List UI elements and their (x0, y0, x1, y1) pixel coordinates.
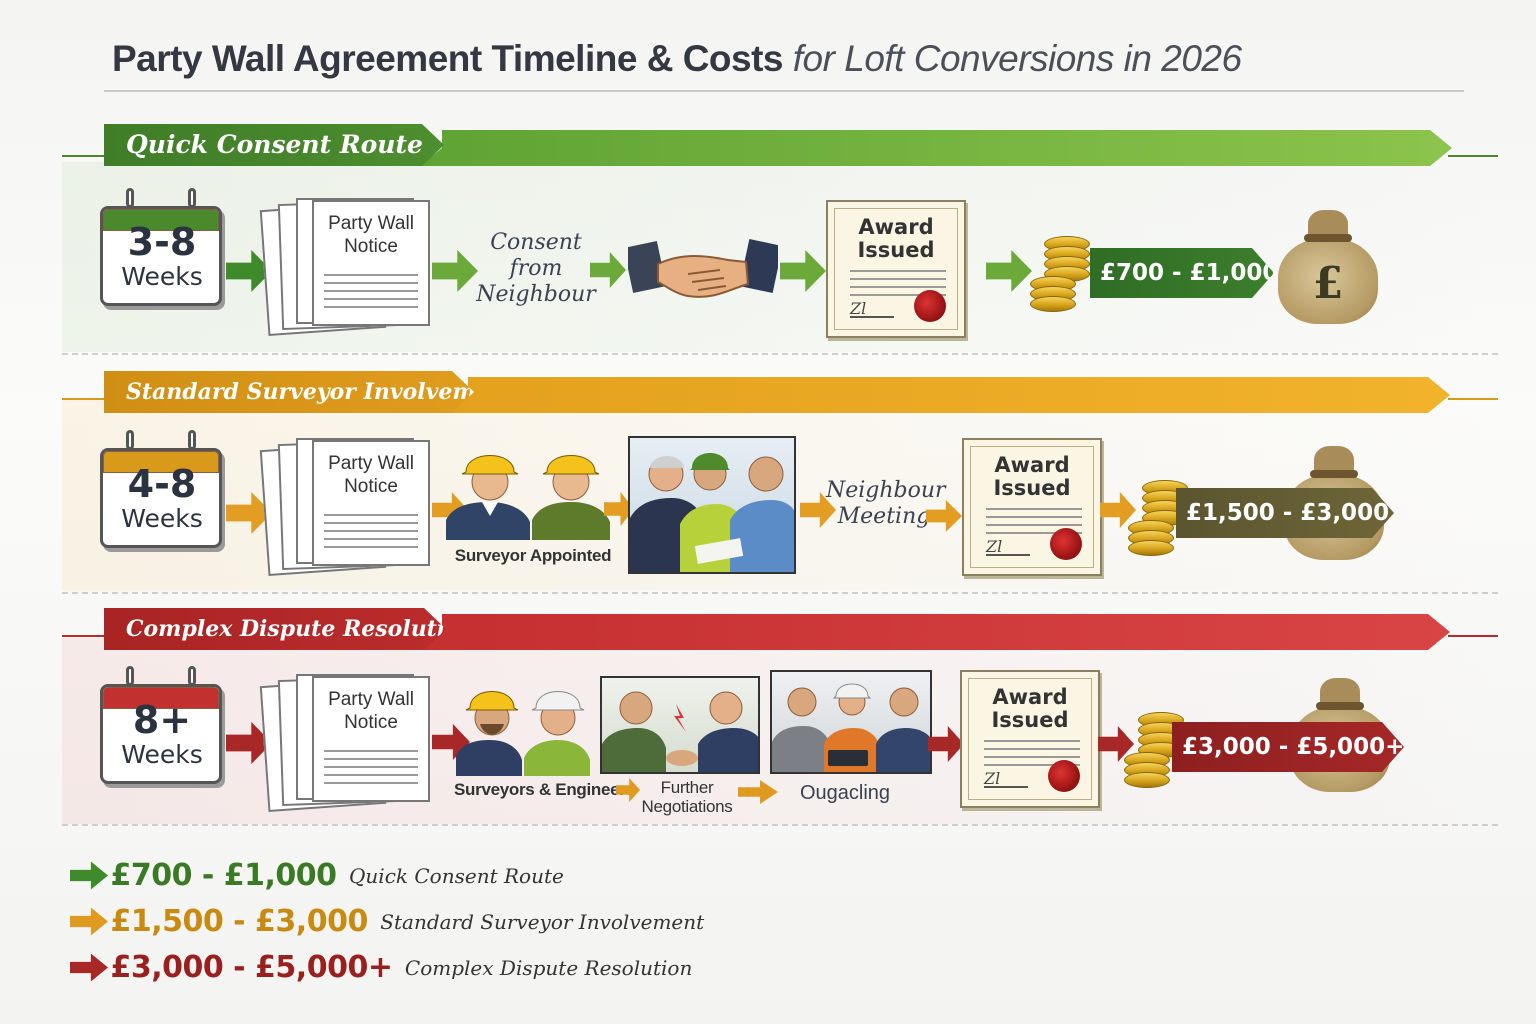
banner-complex-dispute: Complex Dispute Resolution (104, 608, 446, 650)
award-certificate-icon: Award Issued Zl (960, 670, 1100, 808)
section-divider (62, 353, 1498, 355)
meeting-photo (628, 436, 796, 574)
negotiation-photo (600, 676, 760, 774)
price-tag-standard: £1,500 - £3,000 (1176, 488, 1394, 538)
duration-number: 3-8 (127, 220, 197, 264)
surveyors-engineers-illustration (456, 691, 590, 776)
legend-label: Complex Dispute Resolution (404, 955, 693, 980)
step-neighbour-meeting: Neighbour Meeting (826, 478, 946, 529)
party-wall-notice-icon: Party Wall Notice (259, 192, 434, 336)
legend-value: £700 - £1,000 (110, 858, 337, 893)
legend-item-complex: £3,000 - £5,000+ Complex Dispute Resolut… (70, 950, 692, 990)
legend-label: Quick Consent Route (349, 863, 564, 888)
calendar-icon: 4-8 Weeks (100, 430, 224, 550)
page-title: Party Wall Agreement Timeline & Costs fo… (112, 38, 1242, 80)
step-surveyors-engineers: Surveyors & Engineers (454, 780, 635, 799)
banner-line-left (62, 155, 107, 157)
award-label: Award Issued (857, 215, 935, 262)
title-sub: for Loft Conversions in 2026 (792, 38, 1242, 79)
price-tag-quick: £700 - £1,000 (1090, 248, 1274, 298)
award-certificate-icon: Award Issued Zl (826, 200, 966, 338)
price-tag-complex: £3,000 - £5,000+ (1172, 722, 1404, 772)
surveyors-illustration (446, 455, 610, 540)
section-divider (62, 824, 1498, 826)
banner-standard-surveyor: Standard Surveyor Involvement (104, 371, 474, 413)
duration-number: 4-8 (127, 462, 197, 506)
legend-label: Standard Surveyor Involvement (380, 909, 705, 934)
handshake-icon (628, 238, 778, 298)
banner-line-right (1448, 398, 1498, 400)
step-consent-from-neighbour: Consent from Neighbour (476, 230, 596, 307)
arrow-right-icon (70, 907, 108, 936)
legend-value: £1,500 - £3,000 (110, 904, 368, 939)
money-bag-icon: £ (1270, 204, 1386, 326)
banner-bar-complex (420, 614, 1450, 650)
legend-item-quick: £700 - £1,000 Quick Consent Route (70, 858, 564, 898)
duration-unit: Weeks (121, 740, 203, 769)
legend-value: £3,000 - £5,000+ (110, 950, 393, 985)
award-certificate-icon: Award Issued Zl (962, 438, 1102, 576)
calendar-icon: 3-8 Weeks (100, 188, 224, 308)
duration-number: 8+ (132, 698, 192, 742)
legend-item-standard: £1,500 - £3,000 Standard Surveyor Involv… (70, 904, 704, 944)
arrow-right-icon (70, 861, 108, 890)
banner-line-right (1448, 155, 1498, 157)
coins-icon (1030, 232, 1094, 312)
banner-line-left (62, 398, 107, 400)
notice-label: Party Wall Notice (328, 689, 414, 733)
award-label: Award Issued (993, 453, 1071, 500)
arrow-right-icon (70, 953, 108, 982)
notice-label: Party Wall Notice (328, 213, 414, 257)
step-ougacling: Ougacling (799, 782, 891, 804)
duration-unit: Weeks (121, 262, 203, 291)
banner-line-right (1448, 635, 1498, 637)
resolution-photo (770, 670, 932, 774)
award-label: Award Issued (991, 685, 1069, 732)
section-divider (62, 592, 1498, 594)
banner-bar-quick (420, 130, 1452, 166)
title-rule (104, 90, 1464, 92)
party-wall-notice-icon: Party Wall Notice (259, 432, 434, 576)
title-main: Party Wall Agreement Timeline & Costs (112, 38, 784, 79)
calendar-icon: 8+ Weeks (100, 666, 224, 786)
duration-unit: Weeks (121, 504, 203, 533)
notice-label: Party Wall Notice (328, 453, 414, 497)
step-further-negotiations: Further Negotiations (641, 778, 733, 816)
pound-symbol: £ (1312, 258, 1344, 309)
banner-bar-standard (446, 377, 1450, 413)
banner-line-left (62, 635, 107, 637)
party-wall-notice-icon: Party Wall Notice (259, 668, 434, 812)
step-surveyor-appointed: Surveyor Appointed (454, 546, 612, 565)
banner-quick-consent: Quick Consent Route (104, 124, 444, 166)
